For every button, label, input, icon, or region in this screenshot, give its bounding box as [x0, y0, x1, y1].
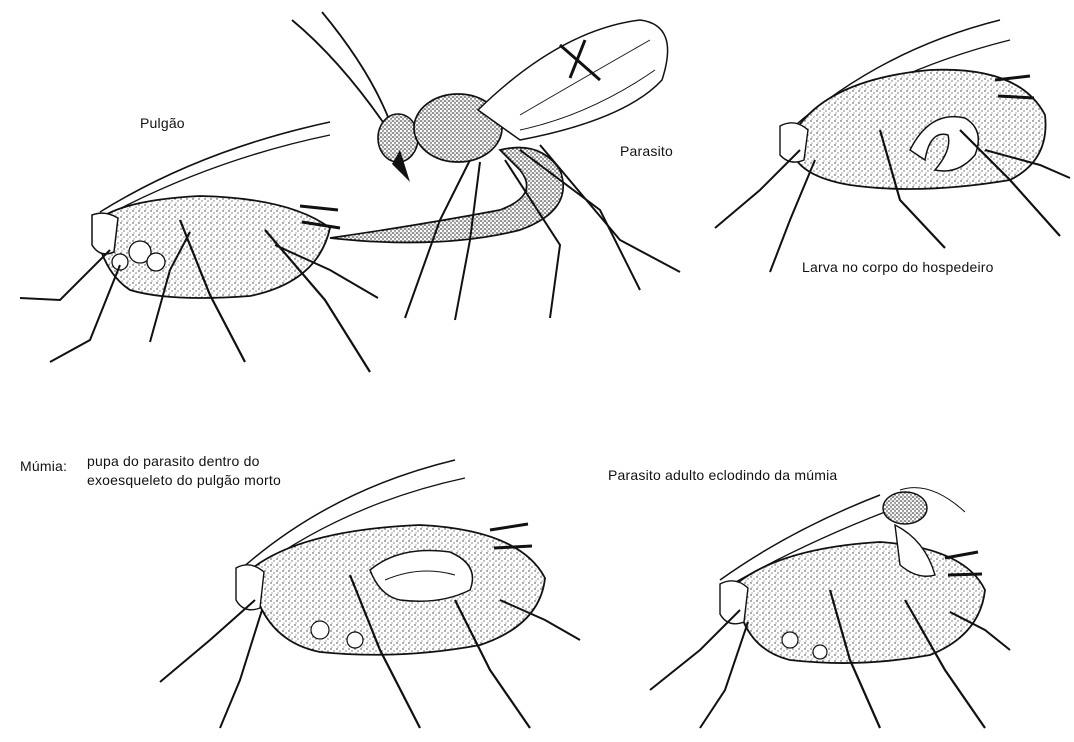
- aphid-label: Pulgão: [140, 114, 185, 133]
- larva-label: Larva no corpo do hospedeiro: [802, 258, 994, 277]
- parasite-label: Parasito: [620, 142, 673, 161]
- larva-inside-host-illustration: [715, 20, 1070, 272]
- aphid-illustration: [20, 122, 378, 372]
- emerging-adult-illustration: [650, 488, 1010, 728]
- parasitoid-wasp-illustration: [292, 12, 680, 320]
- adult-emerging-label: Parasito adulto eclodindo da múmia: [608, 466, 837, 485]
- mummy-description-label: pupa do parasito dentro do exoesqueleto …: [87, 452, 327, 490]
- mummy-aphid-illustration: [160, 460, 580, 728]
- mummy-term-label: Múmia:: [20, 457, 67, 476]
